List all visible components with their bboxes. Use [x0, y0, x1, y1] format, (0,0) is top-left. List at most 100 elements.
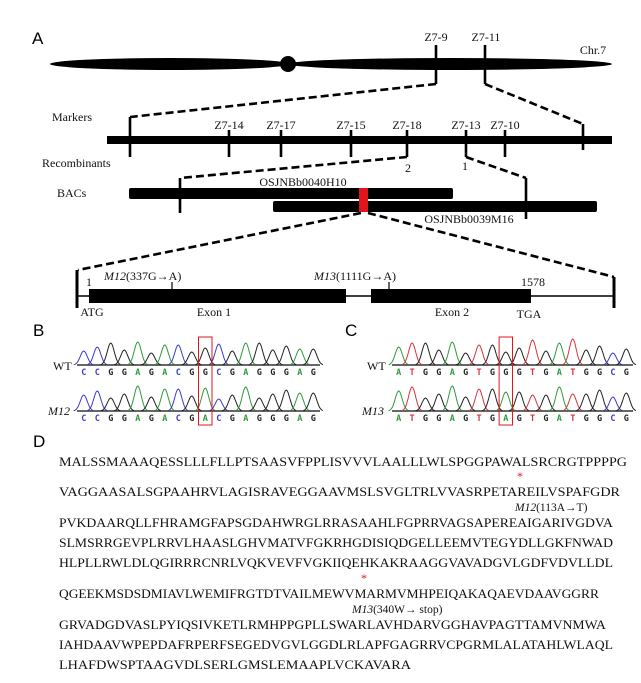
b-wt-base-call: G: [230, 368, 235, 378]
bac2-label: OSJNBb0039M16: [424, 212, 513, 226]
b-wt-peak: [289, 348, 310, 366]
b-wt-base-call: G: [108, 368, 113, 378]
sequence-line: QGEEKMSDSDMIAVLWEMIFRGTDTVAILMEWVMARMVMH…: [59, 586, 599, 601]
b-mut-peak: [87, 390, 108, 412]
b-mut-base-call: A: [135, 414, 140, 424]
b-wt-peak: [235, 342, 256, 366]
stop-codon-label: TGA: [517, 307, 542, 321]
b-wt-base-call: G: [311, 368, 316, 378]
sequence-line: SLMSRRGEVPLRRVLHAASLGHVMATVFGKRHGDISIQDG…: [59, 535, 613, 550]
chromosome-label: Chr.7: [580, 43, 606, 57]
panel-label-d: D: [33, 432, 45, 451]
b-wt-peak: [127, 341, 148, 366]
c-wt-peak: [602, 352, 623, 366]
b-wt-peak: [276, 345, 297, 366]
panel-label-b: B: [33, 321, 44, 340]
b-mut-peak: [276, 389, 297, 412]
b-wt-base-call: A: [297, 368, 302, 378]
exon-2-label: Exon 2: [435, 305, 469, 319]
b-wt-base-call: G: [149, 368, 154, 378]
c-wt-base-call: G: [624, 368, 629, 378]
recombinants-label: Recombinants: [42, 156, 111, 170]
recombinant-count-z7-18: 2: [405, 161, 411, 175]
c-wt-base-call: A: [450, 368, 455, 378]
zoom-dash-right: [484, 82, 584, 126]
c-mut-peak: [468, 388, 489, 412]
b-mut-base-call: G: [189, 414, 194, 424]
b-wt-base-call: A: [135, 368, 140, 378]
marker-label: Z7-13: [451, 118, 480, 132]
c-wt-peak: [468, 344, 489, 366]
c-mut-base-call: G: [490, 414, 495, 424]
sequence-line: LHAFDWSPTAAGVDLSERLGMSLEMAAPLVCKAVARA: [59, 657, 412, 672]
c-mut-base-call: T: [570, 414, 575, 424]
c-mut-peak: [535, 394, 556, 412]
b-wt-base-call: G: [122, 368, 127, 378]
b-wt-base-call: C: [176, 368, 181, 378]
c-mut-peak: [388, 390, 409, 412]
panel-label-a: A: [32, 29, 44, 48]
b-wt-base-call: G: [203, 368, 208, 378]
c-mut-peak: [455, 396, 476, 412]
b-mut-base-call: G: [311, 414, 316, 424]
b-wt-peak: [249, 342, 270, 366]
c-wt-peak: [589, 345, 610, 366]
marker-label: Z7-14: [214, 118, 243, 132]
b-wt-peak: [303, 348, 324, 366]
b-mut-peak: [222, 394, 243, 412]
sequence-line: VAGGAASALSGPAAHRVLAGISRAVEGGAAVMSLSVGLTR…: [59, 484, 620, 499]
b-wt-base-call: C: [216, 368, 221, 378]
marker-label: Z7-18: [392, 118, 421, 132]
chromosome-short-arm: [50, 58, 290, 70]
c-wt-base-call: A: [557, 368, 562, 378]
b-wt-base-call: G: [270, 368, 275, 378]
m12-mutation-label: M12(337G→A): [103, 269, 181, 283]
gene-end-position: 1578: [521, 275, 545, 289]
b-mut-peak: [100, 397, 121, 412]
b-wt-base-call: A: [243, 368, 248, 378]
b-mut-base-call: A: [162, 414, 167, 424]
bacs-label: BACs: [57, 186, 87, 200]
sequence-line: IAHDAAVWPEPDAFRPERFSEGEDVGVLGGDLRLAPFGAG…: [59, 637, 613, 652]
c-wt-peak: [455, 352, 476, 366]
b-mutation-highlight-box: [198, 336, 213, 426]
c-mut-base-call: A: [503, 414, 508, 424]
start-codon-label: ATG: [80, 305, 104, 319]
zoom-dash-left: [129, 82, 437, 119]
c-mut-peak: [602, 396, 623, 412]
b-wt-base-call: G: [189, 368, 194, 378]
c-wt-label: WT: [367, 359, 386, 373]
c-mut-base-call: G: [597, 414, 602, 424]
b-wt-label: WT: [53, 359, 72, 373]
markers-label: Markers: [52, 110, 92, 124]
bac2-bar: [273, 201, 597, 212]
c-wt-base-call: C: [610, 368, 615, 378]
recombinant-count-z7-13: 1: [462, 159, 468, 173]
c-wt-base-call: G: [490, 368, 495, 378]
b-mut-peak: [289, 392, 310, 412]
protein-sequence: MALSSMAAAQESSLLLFLLPTSAASVFPPLISVVVLAALL…: [59, 454, 627, 672]
c-mutant-label: M13: [361, 404, 384, 418]
marker-label-z7-9: Z7-9: [424, 30, 447, 44]
b-wt-peak: [73, 350, 94, 366]
sequence-line: HLPLLRWLDLQGIRRRCNRLVQKVEVFVGKIIQEHKAKRA…: [59, 555, 613, 570]
marker-label: Z7-10: [490, 118, 519, 132]
c-mut-base-call: G: [436, 414, 441, 424]
c-wt-base-call: G: [597, 368, 602, 378]
m13-mutation-label: M13(1111G→A): [313, 269, 396, 283]
c-mut-base-call: T: [530, 414, 535, 424]
c-mut-base-call: T: [410, 414, 415, 424]
b-mut-base-call: G: [257, 414, 262, 424]
exon-2: [371, 289, 531, 303]
b-wt-peak: [100, 342, 121, 366]
c-mut-peak: [522, 394, 543, 412]
c-mut-base-call: C: [610, 414, 615, 424]
m12-asterisk: *: [517, 469, 523, 483]
c-wt-peak: [576, 349, 596, 366]
c-mut-base-call: G: [543, 414, 548, 424]
b-mut-base-call: C: [95, 414, 100, 424]
c-wt-base-call: A: [396, 368, 401, 378]
marker-label-z7-11: Z7-11: [472, 30, 501, 44]
gene-start-position: 1: [86, 275, 92, 289]
